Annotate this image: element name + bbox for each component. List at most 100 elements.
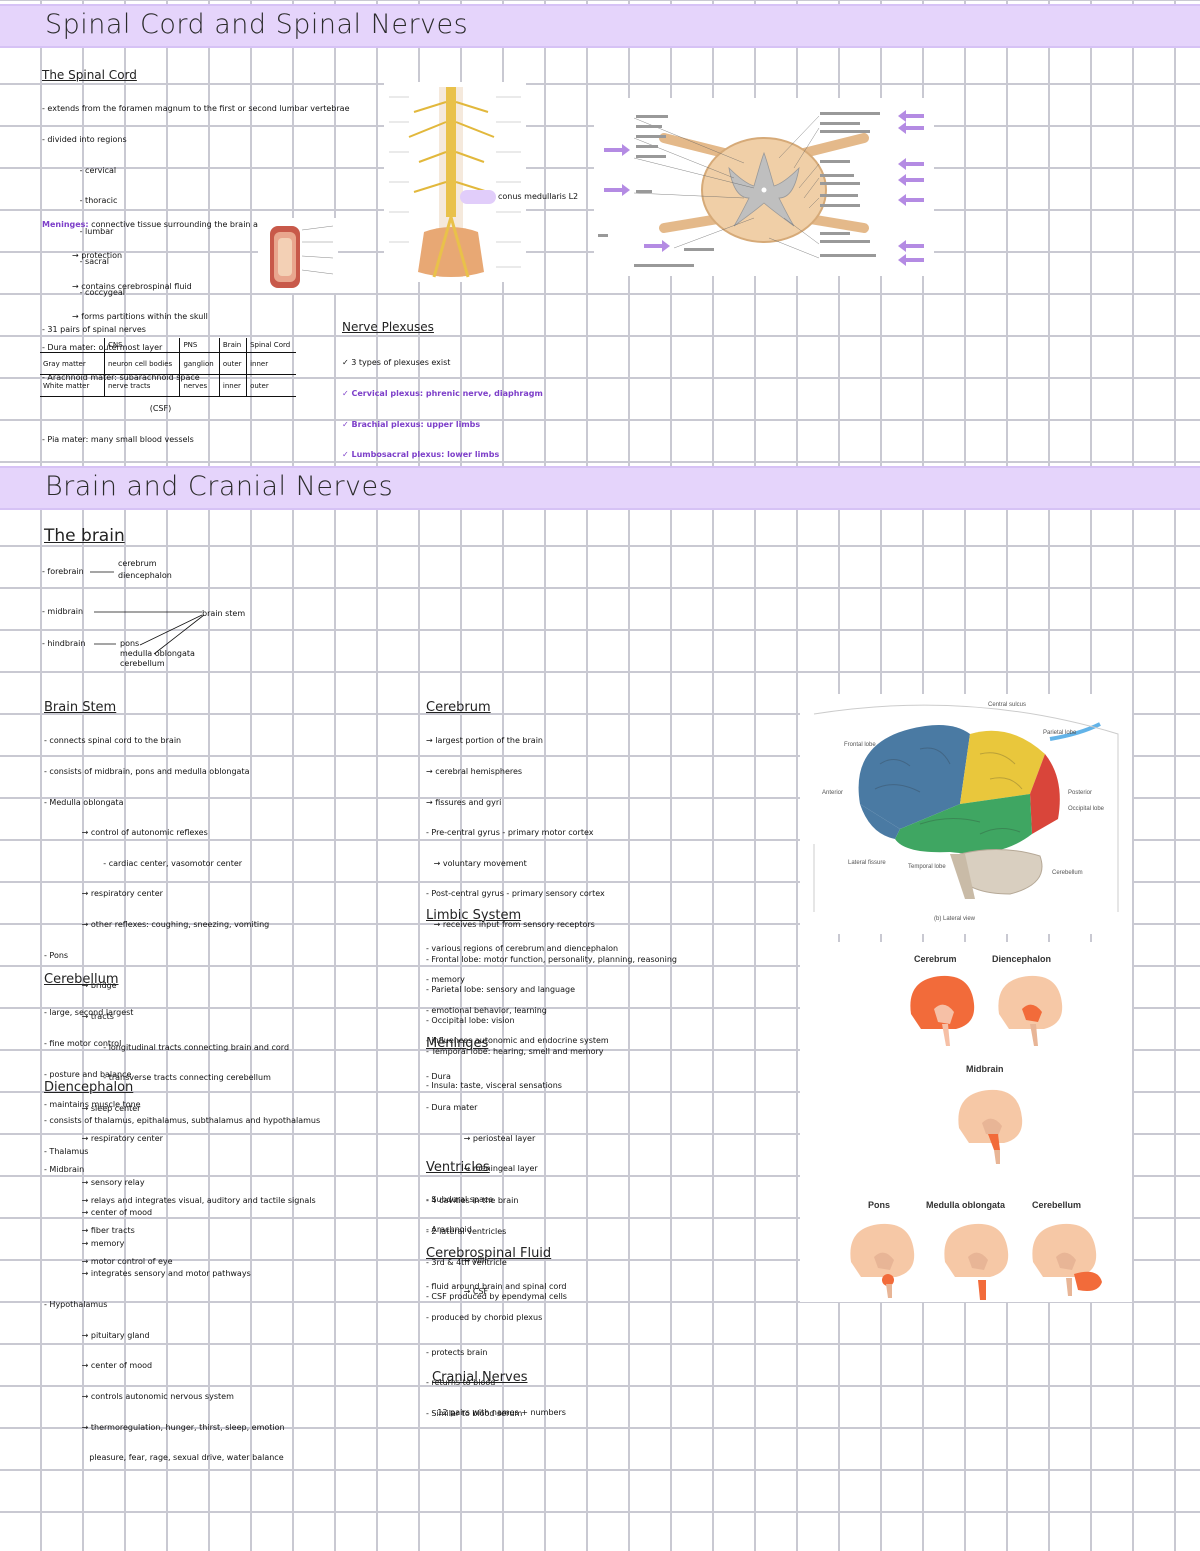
table-cell: Brain <box>218 338 248 353</box>
label-cerebellum-region: Cerebellum <box>1032 1200 1082 1210</box>
conus-label: conus medullaris L2 <box>498 192 579 201</box>
note-line: - various regions of cerebrum and dience… <box>426 944 619 954</box>
note-line: - fluid around brain and spinal cord <box>426 1282 567 1292</box>
note-line: - Similar to blood serum <box>426 1408 523 1418</box>
note-line: - 12 pairs with names + numbers <box>432 1408 566 1418</box>
note-line: → motor control of eye <box>74 1256 173 1266</box>
note-line: - consists of midbrain, pons and medulla… <box>44 767 250 777</box>
note-line: ✓ 3 types of plexuses exist <box>342 358 451 368</box>
label-medulla: Medulla oblongata <box>926 1200 1006 1210</box>
table-cell: PNS <box>179 338 220 353</box>
region-brains <box>850 975 1102 1300</box>
note-line: - divided into regions <box>42 135 127 145</box>
note-line: → CSF <box>456 1286 489 1296</box>
ventricles-notes: - 4 cavities in the brain - 2 lateral ve… <box>426 1176 567 1313</box>
tree-cerebrum: cerebrum <box>118 559 157 568</box>
note-line: - posture and balance <box>44 1069 132 1079</box>
heading-diencephalon: Diencephalon <box>44 1080 134 1095</box>
csf-notes: - fluid around brain and spinal cord - p… <box>426 1262 566 1429</box>
table-cell: Spinal Cord <box>246 338 296 353</box>
heading-csf: Cerebrospinal Fluid <box>426 1246 552 1261</box>
tree-medulla: medulla oblongata <box>120 649 195 658</box>
note-line: → center of mood <box>74 1208 153 1218</box>
note-line: - emotional behavior, learning <box>426 1005 547 1015</box>
table-row: White matter nerve tracts nerves inner o… <box>40 374 296 397</box>
note-line: - CSF produced by ependymal cells <box>426 1292 567 1302</box>
tree-cerebellum: cerebellum <box>120 659 165 668</box>
note-line: → receives input from sensory receptors <box>426 920 595 930</box>
note-line: - Hypothalamus <box>44 1300 108 1310</box>
table-cell: outer <box>218 352 248 375</box>
table-cell: inner <box>218 374 248 397</box>
label-temporal-lobe: Temporal lobe <box>908 864 946 870</box>
note-line: → sleep center <box>74 1103 141 1113</box>
note-line: → respiratory center <box>74 889 163 899</box>
note-line: - large, second largest <box>44 1008 134 1018</box>
tree-hindbrain: - hindbrain <box>42 639 86 648</box>
conus-highlight <box>460 190 496 204</box>
note-line: → other reflexes: coughing, sneezing, vo… <box>74 920 270 930</box>
note-line: - Arachnoid <box>426 1225 472 1235</box>
label-occipital-lobe: Occipital lobe <box>1068 806 1105 812</box>
note-line: → meningeal layer <box>456 1164 538 1174</box>
note-line: - influences autonomic and endocrine sys… <box>426 1036 609 1046</box>
table-cell: nerves <box>179 374 220 397</box>
note-line: - Frontal lobe: motor function, personal… <box>426 954 677 964</box>
table-header-row: CNS PNS Brain Spinal Cord <box>40 338 296 353</box>
table-cell: ganglion <box>179 352 220 375</box>
note-line: → sensory relay <box>74 1177 145 1187</box>
label-lateral-fissure: Lateral fissure <box>848 860 886 866</box>
heading-cerebellum: Cerebellum <box>44 972 119 987</box>
note-line: - consists of thalamus, epithalamus, sub… <box>44 1116 321 1126</box>
note-line: → bridge <box>74 981 117 991</box>
note-line: - 2 lateral ventricles <box>426 1227 507 1237</box>
table-row: Gray matter neuron cell bodies ganglion … <box>40 352 296 375</box>
plexus-notes: ✓ 3 types of plexuses exist ✓ Cervical p… <box>342 338 543 471</box>
matter-table: CNS PNS Brain Spinal Cord Gray matter ne… <box>40 338 296 397</box>
note-line: → fiber tracts <box>74 1226 135 1236</box>
note-line: - 3rd & 4th ventricle <box>426 1257 507 1267</box>
label-cerebrum: Cerebrum <box>914 954 957 964</box>
note-line: - extends from the foramen magnum to the… <box>42 104 350 114</box>
note-line: → integrates sensory and motor pathways <box>74 1269 251 1279</box>
note-line: - thoracic <box>72 196 118 206</box>
heading-limbic-system: Limbic System <box>426 908 522 923</box>
spinal-column-figure <box>384 82 526 282</box>
label-diencephalon: Diencephalon <box>992 954 1052 964</box>
brain-regions-figure: Cerebrum Diencephalon Midbrain Pons Medu… <box>800 942 1132 1302</box>
note-line: pleasure, fear, rage, sexual drive, wate… <box>74 1453 284 1463</box>
note-line: - cardiac center, vasomotor center <box>88 858 243 868</box>
note-line: - Occipital lobe: vision <box>426 1015 515 1025</box>
note-line: (CSF) <box>137 404 172 414</box>
note-line: - memory <box>426 975 465 985</box>
note-line: → tracts <box>74 1011 114 1021</box>
diencephalon-notes: - consists of thalamus, epithalamus, sub… <box>44 1096 320 1474</box>
note-line: - Pons <box>44 950 69 960</box>
section-header-brain: Brain and Cranial Nerves <box>0 466 1200 510</box>
note-line: - 4 cavities in the brain <box>426 1196 519 1206</box>
note-line: - connects spinal cord to the brain <box>44 736 182 746</box>
note-line: - returns to blood <box>426 1378 496 1388</box>
table-cell: White matter <box>40 374 105 397</box>
note-line: → forms partitions within the skull <box>72 312 208 322</box>
note-line: - Thalamus <box>44 1147 89 1157</box>
note-line: - Insula: taste, visceral sensations <box>426 1081 562 1091</box>
note-line: - lumbar <box>72 226 114 236</box>
note-line: → largest portion of the brain <box>426 736 543 746</box>
note-line: - Subdural space <box>426 1194 494 1204</box>
table-cell: outer <box>246 374 296 397</box>
note-line: → relays and integrates visual, auditory… <box>74 1195 316 1205</box>
table-cell: neuron cell bodies <box>103 352 181 375</box>
note-line: - fine motor control <box>44 1039 122 1049</box>
label-central-sulcus: Central sulcus <box>988 702 1027 708</box>
limbic-notes: - various regions of cerebrum and dience… <box>426 924 618 1057</box>
note-line: ✓ Brachial plexus: upper limbs <box>342 419 481 429</box>
brain-lobes-figure: Central sulcus Frontal lobe Parietal lob… <box>800 694 1132 934</box>
tree-diencephalon: diencephalon <box>118 571 172 580</box>
note-line: - cervical <box>72 165 117 175</box>
note-line: → thermoregulation, hunger, thirst, slee… <box>74 1422 285 1432</box>
note-line: - longitudinal tracts connecting brain a… <box>88 1042 290 1052</box>
spinal-cross-section-figure <box>594 98 934 276</box>
note-line: - transverse tracts connecting cerebellu… <box>88 1073 271 1083</box>
label-cerebellum: Cerebellum <box>1052 870 1083 876</box>
